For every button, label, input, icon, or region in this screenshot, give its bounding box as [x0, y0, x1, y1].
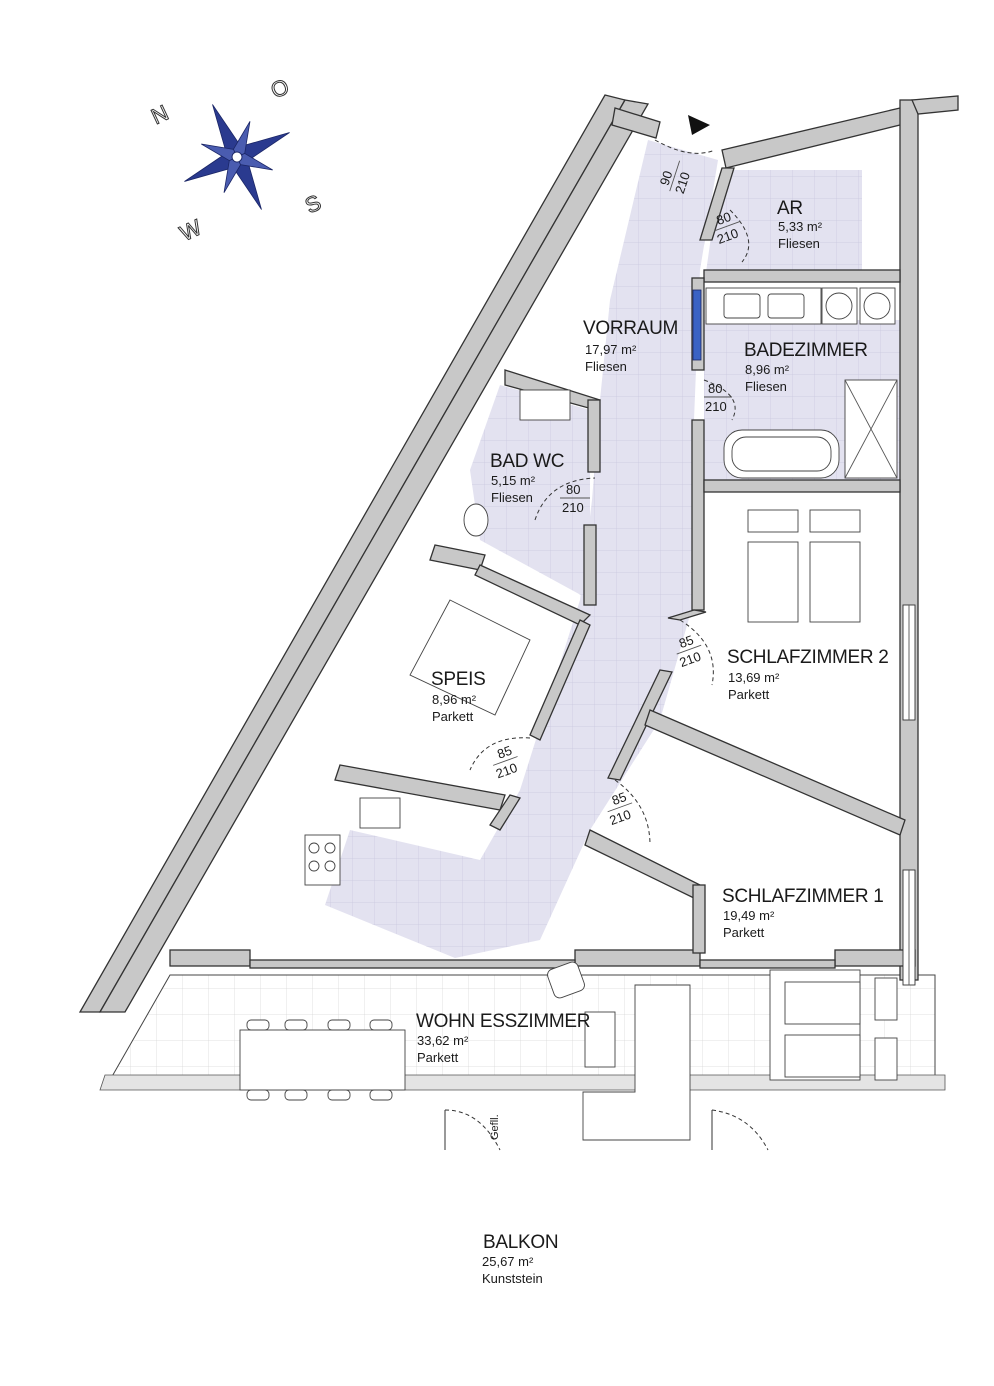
room-area: 8,96 m² [432, 692, 477, 707]
compass-letter-n: N [147, 100, 172, 129]
svg-text:210: 210 [562, 500, 584, 515]
svg-text:210: 210 [672, 170, 693, 195]
room-name: BAD WC [490, 451, 564, 472]
svg-text:210: 210 [607, 807, 633, 829]
room-floor: Fliesen [778, 236, 820, 251]
svg-text:210: 210 [705, 399, 727, 414]
door-label-bad-wc: 80 210 [560, 482, 590, 515]
door-label-entrance: 90 210 [657, 160, 693, 195]
compass-star-icon [184, 104, 290, 210]
room-name: BALKON [483, 1232, 558, 1253]
room-badezimmer: BADEZIMMER 8,96 m² Fliesen [744, 340, 868, 394]
compass-rose: N O S W [147, 73, 326, 247]
room-floor: Fliesen [491, 490, 533, 505]
room-area: 5,33 m² [778, 219, 823, 234]
entrance-arrow-icon [688, 115, 710, 135]
windows [692, 289, 916, 986]
room-area: 33,62 m² [417, 1033, 469, 1048]
room-name: VORRAUM [583, 318, 678, 339]
room-area: 5,15 m² [491, 473, 536, 488]
room-vorraum: VORRAUM 17,97 m² Fliesen [583, 318, 678, 374]
door-label-schlafzimmer2: 85 210 [676, 632, 703, 671]
compass-letter-o: O [267, 73, 293, 103]
compass-letter-w: W [176, 214, 206, 246]
gefaelle-label: Gefll. [489, 1114, 501, 1140]
room-name: BADEZIMMER [744, 340, 868, 361]
doors [444, 115, 769, 1151]
room-floor: Parkett [723, 925, 765, 940]
svg-text:80: 80 [566, 482, 580, 497]
window-blue [692, 289, 702, 361]
room-area: 19,49 m² [723, 908, 775, 923]
walls [78, 94, 959, 1013]
room-floor: Parkett [728, 687, 770, 702]
room-name: SCHLAFZIMMER 2 [727, 647, 889, 668]
room-labels: AR 5,33 m² Fliesen VORRAUM 17,97 m² Flie… [416, 198, 889, 1286]
room-name: SCHLAFZIMMER 1 [722, 886, 884, 907]
room-schlafzimmer2: SCHLAFZIMMER 2 13,69 m² Parkett [727, 647, 889, 702]
room-floor: Fliesen [585, 359, 627, 374]
svg-text:80: 80 [708, 381, 722, 396]
door-labels: 90 210 80 210 80 210 80 210 85 210 85 21… [489, 160, 741, 1140]
svg-text:85: 85 [495, 743, 514, 762]
room-balkon: BALKON 25,67 m² Kunststein [482, 1232, 559, 1286]
svg-text:210: 210 [715, 225, 741, 247]
room-name: SPEIS [431, 669, 485, 690]
svg-text:85: 85 [610, 789, 629, 808]
svg-text:80: 80 [714, 209, 733, 228]
room-floor: Fliesen [745, 379, 787, 394]
door-label-speis: 85 210 [492, 743, 520, 782]
room-floor: Parkett [417, 1050, 459, 1065]
room-name: AR [777, 198, 803, 219]
room-area: 13,69 m² [728, 670, 780, 685]
room-floor: Parkett [432, 709, 474, 724]
svg-text:90: 90 [657, 169, 676, 187]
svg-text:210: 210 [494, 760, 520, 782]
room-area: 8,96 m² [745, 362, 790, 377]
svg-text:210: 210 [677, 649, 703, 671]
door-label-badezimmer: 80 210 [704, 381, 732, 414]
furniture [239, 287, 898, 1141]
svg-text:85: 85 [677, 632, 696, 651]
compass-letter-s: S [301, 190, 325, 219]
room-bad-wc: BAD WC 5,15 m² Fliesen [490, 451, 565, 505]
room-name: WOHN ESSZIMMER [416, 1011, 590, 1032]
room-floor: Kunststein [482, 1271, 543, 1286]
room-schlafzimmer1: SCHLAFZIMMER 1 19,49 m² Parkett [722, 886, 884, 940]
room-speis: SPEIS 8,96 m² Parkett [431, 669, 486, 724]
room-area: 25,67 m² [482, 1254, 534, 1269]
door-label-schlafzimmer1: 85 210 [607, 789, 633, 829]
room-ar: AR 5,33 m² Fliesen [777, 198, 823, 251]
room-wohn-esszimmer: WOHN ESSZIMMER 33,62 m² Parkett [416, 1011, 590, 1065]
room-area: 17,97 m² [585, 342, 637, 357]
door-label-ar: 80 210 [714, 209, 741, 247]
